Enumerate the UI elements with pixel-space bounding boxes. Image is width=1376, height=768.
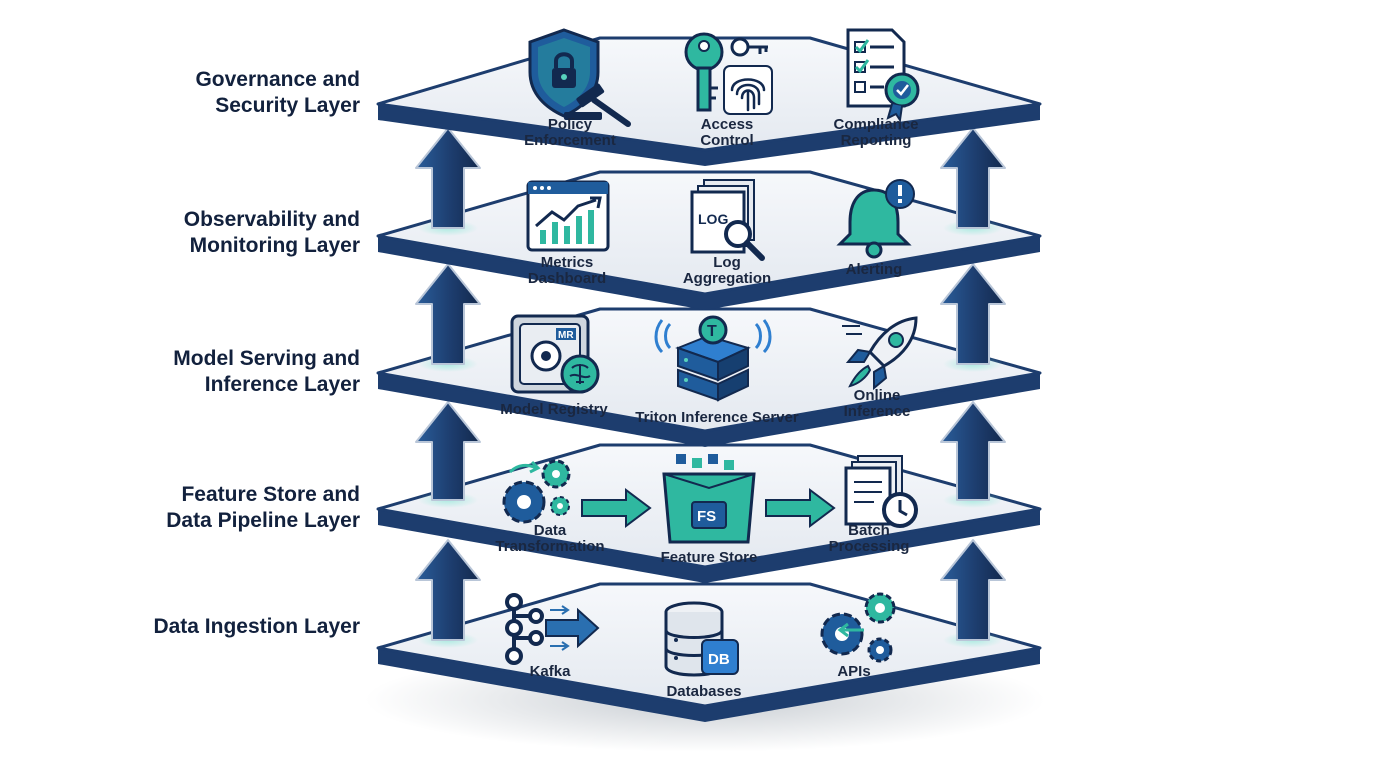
up-arrow-left-1 — [415, 539, 481, 648]
pipeline-arrow-2 — [765, 488, 836, 528]
key-fingerprint-icon — [684, 32, 773, 115]
shield-lock-gavel-icon — [528, 28, 631, 127]
up-arrow-right-4 — [940, 127, 1006, 236]
caption-log-aggregation: Log Aggregation — [682, 254, 772, 287]
caption-apis: APIs — [837, 663, 871, 680]
caption-databases: Databases — [666, 683, 742, 700]
checklist-badge-icon — [846, 28, 920, 123]
server-stack-icon: T — [654, 315, 772, 402]
vault-icon-text: MR — [558, 330, 574, 341]
layer-title-data-ingestion: Data Ingestion Layer — [153, 615, 360, 638]
log-icon-text: LOG — [698, 211, 728, 227]
layer-title-feature-store: Feature Store and Data Pipeline Layer — [166, 483, 360, 532]
layer-title-model-serving: Model Serving and Inference Layer — [173, 347, 360, 396]
up-arrow-left-3 — [415, 263, 481, 372]
api-gears-icon — [820, 592, 896, 663]
caption-feature-store: Feature Store — [660, 549, 758, 566]
caption-online-inference: Online Inference — [843, 387, 911, 420]
caption-compliance-reporting: Compliance Reporting — [833, 116, 919, 149]
vault-brain-icon: MR — [510, 314, 600, 394]
bell-alert-icon — [836, 179, 915, 259]
layer-title-governance: Governance and Security Layer — [195, 68, 360, 117]
up-arrow-right-3 — [940, 263, 1006, 372]
pipeline-arrow-1 — [581, 488, 652, 528]
store-icon-text: FS — [697, 508, 716, 525]
layer-title-observability: Observability and Monitoring Layer — [183, 208, 360, 257]
gears-icon — [502, 459, 571, 524]
log-magnifier-icon: LOG — [690, 179, 765, 261]
caption-triton-inference-server: Triton Inference Server — [635, 409, 799, 426]
up-arrow-right-2 — [940, 401, 1006, 508]
up-arrow-left-4 — [415, 127, 481, 236]
server-icon-text: T — [707, 323, 717, 340]
database-stack-icon: DB — [664, 601, 739, 677]
caption-batch-processing: Batch Processing — [828, 522, 910, 555]
kafka-nodes-icon — [505, 593, 600, 665]
rocket-icon — [842, 316, 918, 391]
documents-clock-icon — [844, 455, 918, 528]
caption-access-control: Access Control — [700, 116, 754, 149]
db-icon-text: DB — [708, 651, 730, 668]
caption-alerting: Alerting — [845, 261, 903, 278]
caption-kafka: Kafka — [529, 663, 571, 680]
caption-data-transformation: Data Transformation — [495, 522, 605, 555]
caption-metrics-dashboard: Metrics Dashboard — [527, 254, 607, 287]
feature-store-box-icon: FS — [662, 454, 756, 544]
up-arrow-right-1 — [940, 539, 1006, 648]
up-arrow-left-2 — [415, 401, 481, 508]
chart-dashboard-icon — [526, 180, 610, 252]
caption-model-registry: Model Registry — [500, 401, 608, 418]
caption-policy-enforcement: Policy Enforcement — [524, 116, 616, 149]
